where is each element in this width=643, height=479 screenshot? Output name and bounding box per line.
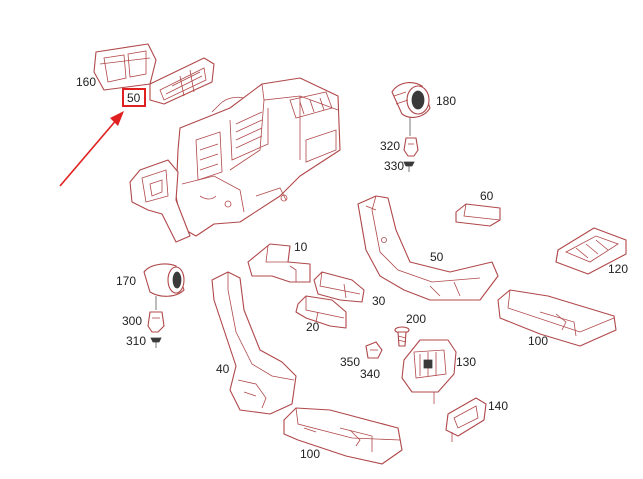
part-120-right-vent[interactable] [555, 227, 627, 275]
part-330-screw[interactable] [403, 161, 415, 172]
left-floor-duct[interactable] [129, 159, 191, 243]
hvac-housing[interactable] [175, 77, 341, 237]
label-170[interactable]: 170 [116, 274, 136, 288]
label-310[interactable]: 310 [126, 334, 146, 348]
label-200[interactable]: 200 [406, 312, 426, 326]
highlight-box [122, 88, 146, 107]
part-170-vent[interactable] [143, 263, 185, 297]
label-40[interactable]: 40 [216, 362, 230, 376]
label-100-bottom[interactable]: 100 [300, 447, 320, 461]
label-340[interactable]: 340 [360, 367, 380, 381]
part-160-vent[interactable] [93, 43, 157, 91]
part-140-vent[interactable] [445, 397, 487, 442]
label-330[interactable]: 330 [384, 159, 404, 173]
part-350-clip[interactable] [365, 341, 383, 359]
part-100-bottom-panel[interactable] [283, 407, 403, 465]
part-50-center-vent[interactable] [149, 57, 215, 105]
part-100-right-panel[interactable] [497, 289, 617, 347]
part-320-clip[interactable] [403, 137, 419, 157]
part-300-clip[interactable] [147, 311, 165, 333]
part-30-duct[interactable] [313, 271, 365, 303]
part-40-floor-duct[interactable] [211, 271, 297, 415]
label-50[interactable]: 50 [430, 250, 444, 264]
part-10-duct[interactable] [247, 243, 311, 283]
label-30[interactable]: 30 [372, 294, 386, 308]
label-140[interactable]: 140 [488, 399, 508, 413]
highlight-arrow [59, 111, 124, 187]
part-180-round-vent[interactable] [391, 82, 431, 118]
part-50-long-duct[interactable] [357, 195, 499, 301]
label-160[interactable]: 160 [76, 75, 96, 89]
part-20-duct[interactable] [295, 295, 347, 329]
part-60-pad[interactable] [455, 203, 501, 227]
label-180[interactable]: 180 [436, 94, 456, 108]
label-20[interactable]: 20 [306, 320, 320, 334]
label-320[interactable]: 320 [380, 139, 400, 153]
label-120[interactable]: 120 [608, 262, 628, 276]
label-60[interactable]: 60 [480, 189, 494, 203]
part-200-screw[interactable] [394, 326, 410, 347]
label-100-right[interactable]: 100 [528, 334, 548, 348]
part-130-vent[interactable] [401, 339, 457, 404]
label-300[interactable]: 300 [122, 314, 142, 328]
part-310-screw[interactable] [150, 337, 162, 348]
label-350[interactable]: 350 [340, 355, 360, 369]
label-10[interactable]: 10 [294, 240, 308, 254]
label-130[interactable]: 130 [456, 355, 476, 369]
label-50-highlight[interactable]: 50 [127, 91, 141, 105]
